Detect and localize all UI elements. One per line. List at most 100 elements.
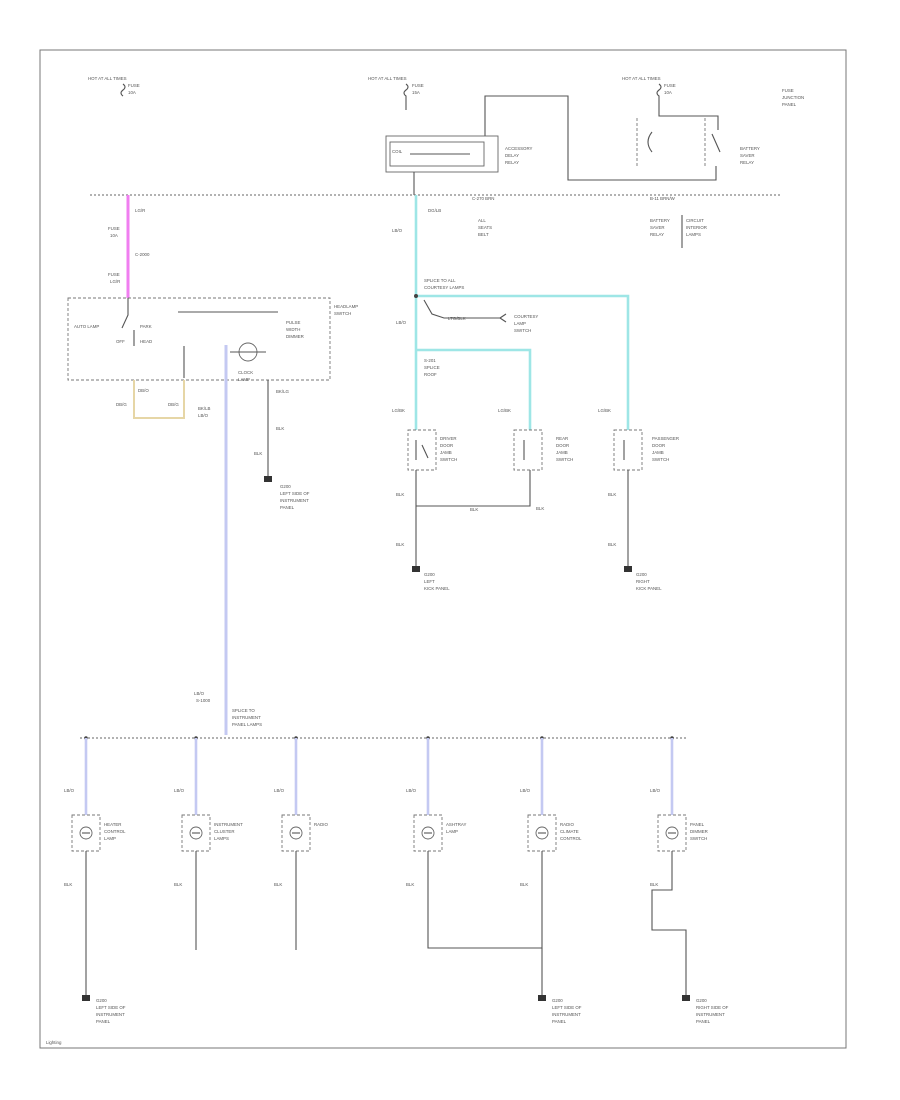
lamp-ground-label: BLK (520, 882, 528, 887)
dgl-l3: KICK PANEL (424, 586, 450, 591)
accessory-delay-relay: COIL ACCESSORY DELAY RELAY (385, 95, 717, 195)
fuse-center-label: HOT AT ALL TIMES (368, 76, 407, 81)
dimmer-bus-w: LB/O (194, 691, 205, 696)
lamp-wire-label: LB/O (174, 788, 185, 793)
door-pass-l1: PASSENGER (652, 436, 679, 441)
lamp-name: INSTRUMENT (214, 822, 243, 827)
hs-contacts (121, 298, 185, 378)
lgm-l4: PANEL (552, 1019, 567, 1024)
fuse-left-symbol (120, 83, 126, 97)
lamp-name: CONTROL (104, 829, 126, 834)
fuse-left-type: FUSE (128, 83, 140, 88)
battery-relay-contacts (647, 131, 721, 153)
instrument-lamps: LB/OHEATERCONTROLLAMPBLKLB/OINSTRUMENTCL… (64, 736, 708, 887)
hs-yellow-l1: DB/O (138, 388, 149, 393)
fuse-panel-l3: PANEL (782, 102, 797, 107)
door-rear-wire: LG/BK (498, 408, 511, 413)
lamp-ground-label: BLK (650, 882, 658, 887)
courtesy-wire-label: LTG/BLK (448, 316, 466, 321)
lamp-name: RADIO (560, 822, 574, 827)
lgl-l2: LEFT SIDE OF (96, 1005, 126, 1010)
lamp-name: DIMMER (690, 829, 708, 834)
footer-label: Lighting (46, 1040, 62, 1045)
courtesy-out2: LAMP (514, 321, 526, 326)
door-driver-l1: DRIVER (440, 436, 457, 441)
courtesy-arrow-icon (499, 313, 507, 323)
lamp-wire-label: LB/O (650, 788, 661, 793)
lamp-wire-label: LB/O (520, 788, 531, 793)
door-driver-wire: LG/BK (392, 408, 405, 413)
bs-note-l1: BATTERY (650, 218, 670, 223)
headlamp-switch-box (67, 297, 331, 381)
center-branch: DG/LB ALL SEATS BELT LB/O SPLICE TO ALL … (392, 195, 630, 430)
dgr-l3: KICK PANEL (636, 586, 662, 591)
dimmer-bus-splice: S-1000 (196, 698, 211, 703)
left-branch: LG/R FUSE 10A C-2000 FUSE LG/R (108, 195, 150, 298)
lgm-l3: INSTRUMENT (552, 1012, 581, 1017)
lamp-name: ASHTRAY (446, 822, 466, 827)
door-driver-w3: BLK (396, 542, 404, 547)
dimmer-bus-l1: SPLICE TO (232, 708, 255, 713)
cs-l2: SPLICE (424, 365, 440, 370)
lamp-name: HEATER (104, 822, 121, 827)
door-driver-w2: BLK (396, 492, 404, 497)
lamp-name: CLIMATE (560, 829, 579, 834)
relay-accessory-l3: RELAY (505, 160, 519, 165)
relay-feed-wire (484, 95, 717, 181)
hs-gnd-l2: LEFT SIDE OF (280, 491, 310, 496)
dgl-l1: G200 (424, 572, 435, 577)
hs-out-label2: LB/O (198, 413, 209, 418)
hs-park: PARK (140, 324, 152, 329)
fuse-right-symbol (656, 83, 719, 130)
courtesy-out3: SWITCH (514, 328, 531, 333)
door-driver-contact (415, 440, 429, 460)
door-tie-wire (416, 470, 531, 507)
lamp-name: LAMPS (214, 836, 229, 841)
hs-clock-label: CLOCK (238, 370, 253, 375)
lamp-wire-label: LB/O (64, 788, 75, 793)
fuse-center-symbol (403, 83, 409, 110)
hs-yellow-l3: DB/G (168, 402, 179, 407)
relay-accessory-l1: ACCESSORY (505, 146, 533, 151)
diagram-frame (39, 49, 847, 1049)
bottom-grounds: G200 LEFT SIDE OF INSTRUMENT PANEL G200 … (82, 880, 729, 1024)
hs-ground3-label: BLK (254, 451, 262, 456)
door-driver-l3: JAMB (440, 450, 452, 455)
courtesy-out1: COURTESY (514, 314, 538, 319)
battery-relay-l3: RELAY (740, 160, 754, 165)
door-pass-w2: BLK (608, 492, 616, 497)
lgr-l4: PANEL (696, 1019, 711, 1024)
fuse-center-type: FUSE (412, 83, 424, 88)
lgl-l4: PANEL (96, 1019, 111, 1024)
lgr-l1: G200 (696, 998, 707, 1003)
lamp-wire-label: LB/O (406, 788, 417, 793)
fuse-left-label: HOT AT ALL TIMES (88, 76, 127, 81)
battery-saver-relay: BATTERY SAVER RELAY (636, 118, 760, 168)
splice-top2: COURTESY LAMPS (424, 285, 464, 290)
left-fuse-rating: 10A (110, 233, 118, 238)
hs-head: HEAD (140, 339, 152, 344)
battery-relay-l2: SAVER (740, 153, 755, 158)
lgm-l1: G200 (552, 998, 563, 1003)
relay-accessory-l2: DELAY (505, 153, 519, 158)
fuse-panel-label: FUSE JUNCTION PANEL (782, 88, 804, 107)
lamp-ground-wire-right (651, 880, 687, 995)
lamp-name: PANEL (690, 822, 705, 827)
dimmer-bus-l3: PANEL LAMPS (232, 722, 262, 727)
hs-gnd-l4: PANEL (280, 505, 295, 510)
bs-note-l6: LAMPS (686, 232, 701, 237)
lamp-name: CLUSTER (214, 829, 235, 834)
hs-clock-label2: LAMP (238, 377, 250, 382)
dgr-l2: RIGHT (636, 579, 650, 584)
door-driver-box (407, 429, 437, 471)
door-driver-l4: SWITCH (440, 457, 457, 462)
lgl-l3: INSTRUMENT (96, 1012, 125, 1017)
door-tie-label: BLK (470, 507, 478, 512)
hs-ground-icon (264, 476, 272, 482)
courtesy-lamp-lead (423, 299, 500, 319)
left-wire1-label: LG/R (135, 208, 145, 213)
